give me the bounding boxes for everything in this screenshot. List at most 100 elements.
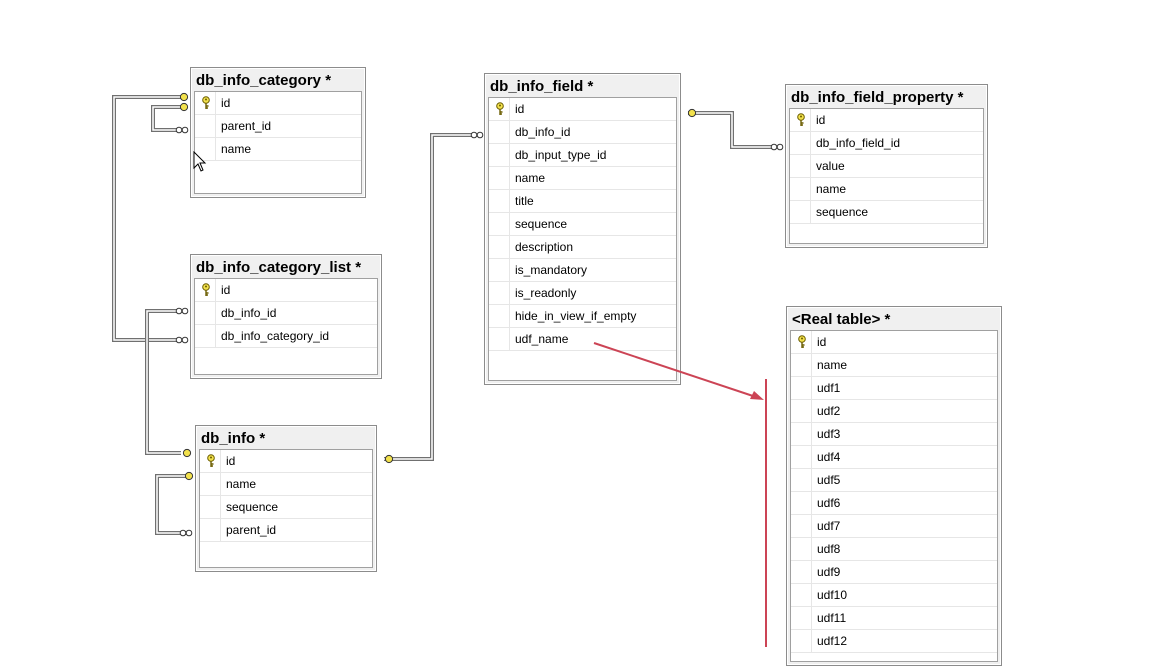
column-row[interactable]: id — [195, 279, 377, 302]
key-end-icon — [182, 448, 192, 458]
table-title[interactable]: db_info_field_property * — [791, 89, 964, 106]
column-name: name — [221, 142, 252, 156]
column-row[interactable]: name — [790, 178, 983, 201]
row-selector[interactable] — [791, 561, 812, 583]
column-row[interactable]: id — [195, 92, 361, 115]
row-selector[interactable] — [195, 115, 216, 137]
column-row[interactable]: id — [791, 331, 997, 354]
column-row[interactable]: db_info_id — [195, 302, 377, 325]
column-row[interactable]: sequence — [489, 213, 676, 236]
column-row[interactable]: db_info_category_id — [195, 325, 377, 348]
column-row[interactable]: udf5 — [791, 469, 997, 492]
column-row[interactable]: udf2 — [791, 400, 997, 423]
column-row[interactable]: udf8 — [791, 538, 997, 561]
row-selector[interactable] — [791, 354, 812, 376]
row-selector[interactable] — [200, 519, 221, 541]
row-selector[interactable] — [790, 201, 811, 223]
column-row[interactable]: db_info_field_id — [790, 132, 983, 155]
row-selector[interactable] — [791, 584, 812, 606]
row-selector[interactable] — [489, 98, 510, 120]
column-row[interactable]: udf3 — [791, 423, 997, 446]
row-selector[interactable] — [791, 469, 812, 491]
row-selector[interactable] — [195, 302, 216, 324]
row-selector[interactable] — [489, 121, 510, 143]
relation-info-field — [384, 133, 475, 461]
row-selector[interactable] — [791, 630, 812, 652]
column-name: id — [226, 454, 236, 468]
column-row[interactable]: udf1 — [791, 377, 997, 400]
row-selector[interactable] — [791, 492, 812, 514]
row-selector[interactable] — [489, 213, 510, 235]
row-selector[interactable] — [791, 377, 812, 399]
row-selector[interactable] — [489, 236, 510, 258]
row-selector[interactable] — [791, 423, 812, 445]
column-row[interactable]: name — [791, 354, 997, 377]
row-selector[interactable] — [790, 178, 811, 200]
column-row[interactable]: parent_id — [200, 519, 372, 542]
column-row[interactable]: name — [200, 473, 372, 496]
row-selector[interactable] — [200, 473, 221, 495]
row-selector[interactable] — [489, 167, 510, 189]
table-title[interactable]: db_info_category_list * — [196, 259, 362, 276]
row-selector[interactable] — [790, 155, 811, 177]
row-selector[interactable] — [791, 331, 812, 353]
row-selector[interactable] — [790, 109, 811, 131]
row-selector[interactable] — [489, 259, 510, 281]
row-selector[interactable] — [489, 190, 510, 212]
row-selector[interactable] — [489, 305, 510, 327]
row-selector[interactable] — [200, 450, 221, 472]
column-row[interactable]: sequence — [790, 201, 983, 224]
table-title[interactable]: db_info_category * — [196, 72, 332, 89]
column-row[interactable]: udf12 — [791, 630, 997, 653]
column-row[interactable]: sequence — [200, 496, 372, 519]
row-selector[interactable] — [489, 328, 510, 350]
column-row[interactable]: name — [195, 138, 361, 161]
row-selector[interactable] — [195, 279, 216, 301]
column-row[interactable]: udf7 — [791, 515, 997, 538]
column-row[interactable]: value — [790, 155, 983, 178]
column-row[interactable]: id — [200, 450, 372, 473]
column-row[interactable]: name — [489, 167, 676, 190]
column-row[interactable]: udf6 — [791, 492, 997, 515]
column-row[interactable]: title — [489, 190, 676, 213]
row-selector[interactable] — [791, 446, 812, 468]
row-selector[interactable] — [489, 282, 510, 304]
column-row[interactable]: db_info_id — [489, 121, 676, 144]
row-selector[interactable] — [791, 400, 812, 422]
column-row[interactable]: udf10 — [791, 584, 997, 607]
row-selector[interactable] — [790, 132, 811, 154]
row-selector[interactable] — [791, 607, 812, 629]
column-row[interactable]: is_mandatory — [489, 259, 676, 282]
many-end-icon — [175, 307, 183, 315]
column-name: udf7 — [817, 519, 841, 533]
table-title[interactable]: db_info_field * — [490, 78, 594, 95]
row-selector[interactable] — [791, 538, 812, 560]
table-title[interactable]: <Real table> * — [792, 311, 891, 328]
column-row[interactable]: udf4 — [791, 446, 997, 469]
column-row[interactable]: udf9 — [791, 561, 997, 584]
row-selector[interactable] — [195, 92, 216, 114]
column-row[interactable]: id — [489, 98, 676, 121]
row-selector[interactable] — [195, 325, 216, 347]
column-row[interactable]: description — [489, 236, 676, 259]
row-selector[interactable] — [195, 138, 216, 160]
column-row[interactable]: hide_in_view_if_empty — [489, 305, 676, 328]
row-selector[interactable] — [200, 496, 221, 518]
table-title[interactable]: db_info * — [201, 430, 266, 447]
row-selector[interactable] — [489, 144, 510, 166]
column-row[interactable]: udf11 — [791, 607, 997, 630]
column-row[interactable]: parent_id — [195, 115, 361, 138]
many-end-icon — [185, 529, 193, 537]
column-row[interactable]: id — [790, 109, 983, 132]
row-selector[interactable] — [791, 515, 812, 537]
column-row[interactable]: db_input_type_id — [489, 144, 676, 167]
column-row[interactable]: is_readonly — [489, 282, 676, 305]
column-row[interactable]: udf_name — [489, 328, 676, 351]
